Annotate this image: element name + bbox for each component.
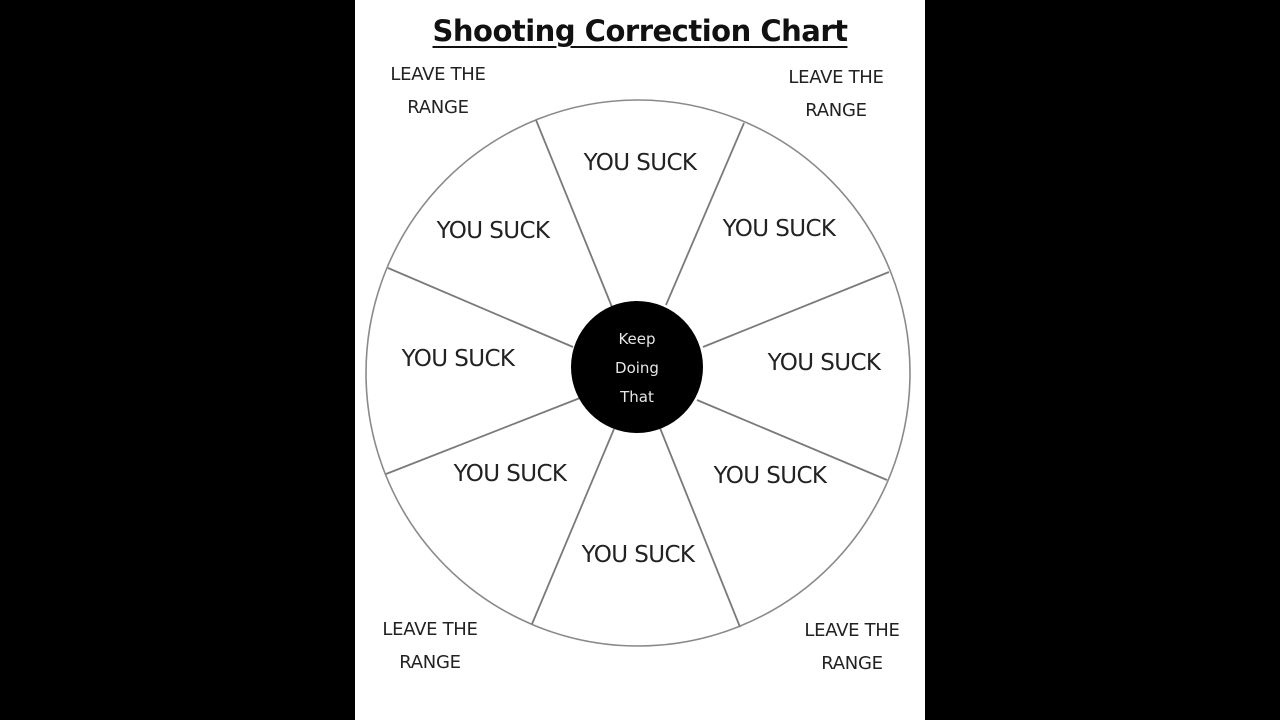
corner-label-bottom-right: LEAVE THE RANGE (787, 614, 917, 680)
corner-label-line: RANGE (399, 652, 461, 673)
spoke-top-right (665, 122, 745, 306)
segment-label-top: YOU SUCK (583, 150, 698, 176)
bullseye-label-line1: Keep (618, 330, 655, 348)
spoke-left-lower (385, 397, 581, 475)
spoke-right-lower (696, 399, 888, 481)
segment-label-bottom: YOU SUCK (581, 542, 696, 568)
spoke-left-upper (387, 267, 574, 348)
segment-label-bottom-left: YOU SUCK (453, 461, 568, 487)
corner-label-top-right: LEAVE THE RANGE (771, 61, 901, 127)
segment-label-bottom-right: YOU SUCK (713, 463, 828, 489)
corner-label-line: LEAVE THE (382, 619, 478, 640)
segment-label-left: YOU SUCK (401, 346, 516, 372)
bullseye-label-line3: That (619, 388, 654, 406)
bullseye (571, 301, 703, 433)
spoke-right-upper (702, 271, 890, 348)
segment-label-right: YOU SUCK (767, 350, 882, 376)
segment-label-top-left: YOU SUCK (436, 218, 551, 244)
corner-label-line: LEAVE THE (804, 620, 900, 641)
spoke-bottom-left (531, 428, 615, 625)
chart-title: Shooting Correction Chart (432, 14, 848, 48)
corner-label-line: LEAVE THE (788, 67, 884, 88)
bullseye-label-line2: Doing (615, 359, 659, 377)
corner-label-line: RANGE (821, 653, 883, 674)
corner-label-line: LEAVE THE (390, 64, 486, 85)
corner-label-bottom-left: LEAVE THE RANGE (365, 613, 495, 679)
spoke-bottom-right (659, 427, 741, 628)
spokes (385, 119, 890, 628)
corner-label-top-left: LEAVE THE RANGE (373, 58, 503, 124)
segment-label-top-right: YOU SUCK (722, 216, 837, 242)
spoke-top-left (535, 119, 613, 308)
corner-label-line: RANGE (805, 100, 867, 121)
corner-label-line: RANGE (407, 97, 469, 118)
